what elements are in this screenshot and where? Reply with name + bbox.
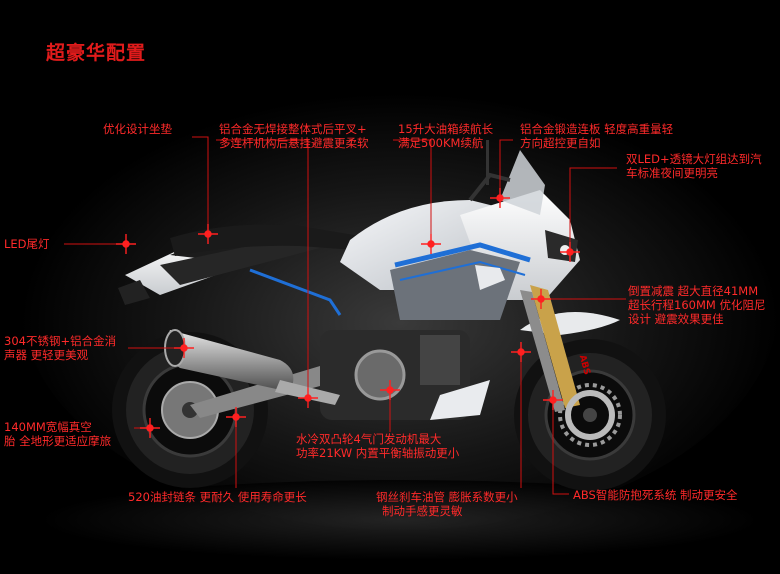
label-fork-line3: 设计 避震效果更佳: [628, 312, 724, 326]
label-tire-line2: 胎 全地形更适应摩旅: [4, 434, 112, 448]
label-tire: 140MM宽幅真空 胎 全地形更适应摩旅: [4, 420, 111, 448]
label-brakeline: 钢丝刹车油管 膨胀系数更小 制动手感更灵敏: [376, 490, 518, 518]
marker-tire: [140, 418, 160, 438]
label-brakeline-line2: 制动手感更灵敏: [382, 504, 463, 518]
marker-clamp: [490, 188, 510, 208]
label-headlight-line2: 车标准夜间更明亮: [626, 166, 718, 180]
label-muffler-line1: 304不锈钢+铝合金消: [4, 334, 117, 348]
label-fork-line1: 倒置减震 超大直径41MM: [628, 284, 759, 298]
label-headlight: 双LED+透镜大灯组达到汽 车标准夜间更明亮: [626, 152, 762, 180]
label-engine: 水冷双凸轮4气门发动机最大 功率21KW 内置平衡轴振动更小: [296, 432, 459, 460]
label-clamp-line1: 铝合金锻造连板 轻度高重量轻: [520, 122, 674, 136]
label-tank-line2: 满足500KM续航: [398, 136, 484, 150]
label-engine-line2: 功率21KW 内置平衡轴振动更小: [296, 446, 460, 460]
label-seat-text: 优化设计坐垫: [103, 122, 172, 136]
label-muffler: 304不锈钢+铝合金消 声器 更轻更美观: [4, 334, 116, 362]
label-swingarm-line1: 铝合金无焊接整体式后平叉+: [219, 122, 367, 136]
marker-brakeline: [511, 342, 531, 362]
marker-engine: [380, 380, 400, 400]
label-clamp-line2: 方向超控更自如: [520, 136, 601, 150]
marker-chain: [226, 407, 246, 427]
label-tail-text: LED尾灯: [4, 237, 50, 251]
engine: [320, 330, 490, 420]
marker-muffler: [174, 338, 194, 358]
marker-swingarm: [298, 388, 318, 408]
label-brakeline-line1: 钢丝刹车油管 膨胀系数更小: [376, 490, 518, 504]
label-abs-text: ABS智能防抱死系统 制动更安全: [573, 488, 738, 502]
label-tank: 15升大油箱续航长 满足500KM续航: [398, 122, 493, 150]
page-title: 超豪华配置: [46, 42, 147, 64]
marker-headlight: [560, 242, 580, 262]
marker-abs: [543, 390, 563, 410]
label-tank-line1: 15升大油箱续航长: [398, 122, 494, 136]
label-fork-line2: 超长行程160MM 优化阻尼: [628, 298, 766, 312]
label-chain: 520油封链条 更耐久 使用寿命更长: [128, 490, 307, 504]
label-headlight-line1: 双LED+透镜大灯组达到汽: [626, 152, 762, 166]
label-muffler-line2: 声器 更轻更美观: [4, 348, 89, 362]
label-fork: 倒置减震 超大直径41MM 超长行程160MM 优化阻尼 设计 避震效果更佳: [628, 284, 765, 326]
label-tire-line1: 140MM宽幅真空: [4, 420, 92, 434]
label-seat: 优化设计坐垫: [103, 122, 172, 136]
label-abs: ABS智能防抱死系统 制动更安全: [573, 488, 738, 502]
marker-seat: [198, 224, 218, 244]
marker-fork: [531, 289, 551, 309]
label-tail: LED尾灯: [4, 237, 50, 251]
label-swingarm: 铝合金无焊接整体式后平叉+ 多连杆机构后悬挂避震更柔软: [219, 122, 369, 150]
label-engine-line1: 水冷双凸轮4气门发动机最大: [296, 432, 442, 446]
marker-tank: [421, 234, 441, 254]
marker-tail: [116, 234, 136, 254]
label-swingarm-line2: 多连杆机构后悬挂避震更柔软: [219, 136, 369, 150]
label-clamp: 铝合金锻造连板 轻度高重量轻 方向超控更自如: [520, 122, 673, 150]
label-chain-text: 520油封链条 更耐久 使用寿命更长: [128, 490, 307, 504]
